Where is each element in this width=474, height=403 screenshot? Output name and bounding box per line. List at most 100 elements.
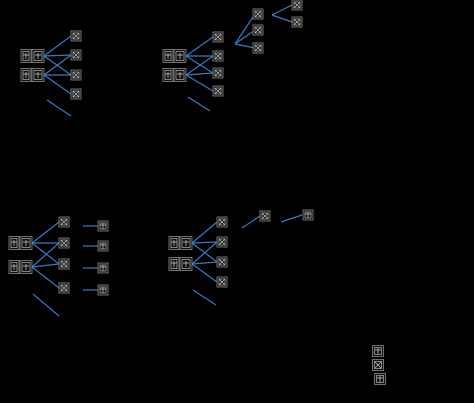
leaf-chain-node[interactable] [97,284,109,296]
tree-node-icon [33,51,43,61]
tree-node-icon [181,238,191,248]
branch-connector [234,29,256,45]
child-node[interactable] [70,69,82,81]
root-node-twin[interactable] [20,49,32,63]
cross-glyph [377,376,383,382]
cross-glyph [183,240,189,246]
branch-leaf-node[interactable] [302,209,314,221]
branch-node[interactable] [252,42,264,54]
tree-node-icon [170,259,178,269]
tree-node-icon [22,70,30,80]
cross-glyph [100,223,106,229]
branch-node[interactable] [252,8,264,20]
tree-node-icon [181,259,191,269]
parent-child-connector [185,74,214,92]
branch-node[interactable] [252,24,264,36]
branch-connector [234,13,256,45]
branch-leaf-node[interactable] [291,16,303,28]
branch-leaf-node[interactable] [291,0,303,11]
child-node[interactable] [70,30,82,42]
leaf-node-icon [60,284,68,292]
cross-connector [31,242,60,268]
parent-child-connector [31,266,60,289]
cross-connector [185,55,214,76]
root-node-twin[interactable] [8,236,20,250]
tree-node-icon [175,70,185,80]
root-node-twin[interactable] [168,236,180,250]
leaf-node-icon [214,33,222,41]
child-node[interactable] [216,236,228,248]
leaf-node-icon [254,44,262,52]
underline-connector [187,96,211,112]
root-node[interactable] [179,236,193,250]
tree-node-icon [170,238,178,248]
child-node[interactable] [212,85,224,97]
stack-node[interactable] [374,373,386,385]
child-node[interactable] [212,67,224,79]
root-node-twin[interactable] [162,68,174,82]
leaf-node-icon [214,52,222,60]
leaf-node-icon [218,278,226,286]
child-node[interactable] [70,88,82,100]
cross-glyph [35,72,41,78]
root-node-twin[interactable] [20,68,32,82]
child-node[interactable] [216,216,228,228]
root-node[interactable] [173,49,187,63]
root-node[interactable] [31,68,45,82]
branch-connector [234,43,256,49]
leaf-node-icon [214,69,222,77]
cross-glyph [100,243,106,249]
parent-child-connector [191,221,218,244]
leaf-node-icon [218,258,226,266]
cross-glyph [23,53,29,59]
x-glyph [214,52,222,60]
branch-connector [241,215,261,229]
cross-glyph [23,72,29,78]
root-node-twin[interactable] [162,49,174,63]
cross-glyph [183,261,189,267]
x-glyph [374,361,382,369]
tree-node-icon [10,262,18,272]
leaf-node-icon [254,10,262,18]
child-node[interactable] [212,31,224,43]
root-node[interactable] [19,260,33,274]
leaf-chain-node[interactable] [97,240,109,252]
root-node-twin[interactable] [168,257,180,271]
x-glyph [60,260,68,268]
x-glyph [293,18,301,26]
root-node-twin[interactable] [8,260,20,274]
stack-node[interactable] [372,345,384,357]
leaf-node-icon [254,26,262,34]
child-node[interactable] [58,258,70,270]
leaf-chain-node[interactable] [97,262,109,274]
child-node[interactable] [70,49,82,61]
x-glyph [214,33,222,41]
leaf-node-icon [261,212,269,220]
x-glyph [60,284,68,292]
root-node[interactable] [31,49,45,63]
child-node[interactable] [212,50,224,62]
underline-connector [192,289,217,306]
child-node[interactable] [58,282,70,294]
leaf-node-icon [72,90,80,98]
root-node[interactable] [173,68,187,82]
stack-node[interactable] [372,359,384,371]
root-node[interactable] [179,257,193,271]
tree-node-icon [164,70,172,80]
parent-child-connector [185,72,214,76]
child-node[interactable] [58,237,70,249]
x-glyph [218,238,226,246]
x-glyph [72,32,80,40]
child-node[interactable] [58,216,70,228]
branch-node[interactable] [259,210,271,222]
child-node[interactable] [216,276,228,288]
tree-node-icon [22,51,30,61]
nodes-layer [8,0,386,385]
child-node[interactable] [216,256,228,268]
leaf-node-icon [374,361,382,369]
leaf-node-icon [72,32,80,40]
leaf-chain-node[interactable] [97,220,109,232]
cross-glyph [165,53,171,59]
root-node[interactable] [19,236,33,250]
cross-glyph [100,287,106,293]
